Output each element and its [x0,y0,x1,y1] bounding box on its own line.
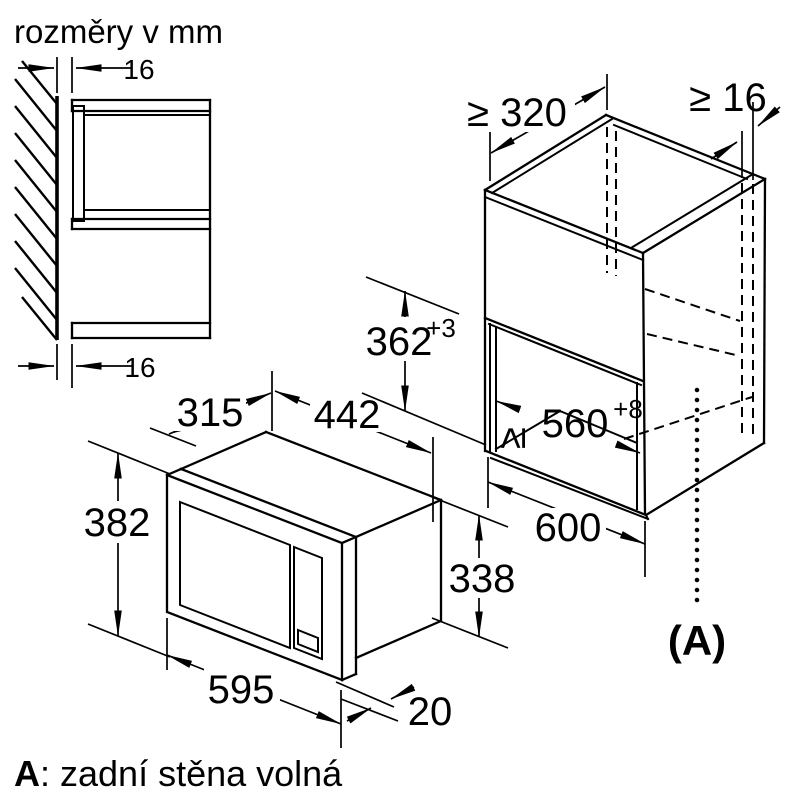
dim-wall-gap-top-label: 16 [123,54,154,85]
dim-outer-width-label: 600 [535,506,602,550]
microwave-frame [165,473,344,682]
dim-top-clearance-label: ≥ 320 [467,91,567,135]
dim-niche-height-tolerance: +3 [426,313,456,343]
dim-front-width: 595 [166,618,342,748]
dim-body-height: 338 [431,496,518,649]
dim-top-width: 442 [274,390,434,522]
reference-marker-label: (A) [668,617,726,664]
dim-frame-depth: 20 [335,681,453,734]
dim-front-width-label: 595 [208,668,275,712]
dim-body-height-label: 338 [449,557,516,601]
footnote: A: zadní stěna volná [14,753,343,794]
dim-frame-depth-label: 20 [408,690,453,734]
dim-niche-width-sign: ≥ [490,427,534,449]
footnote-prefix: A [14,753,40,794]
dim-front-height-label: 382 [84,501,151,545]
cabinet-section-outline [70,98,212,340]
dim-top-clearance: ≥ 320 [459,74,608,181]
dim-niche-height: 362 +3 [358,276,487,446]
dim-depth-label: 315 [177,391,244,435]
dim-front-height: 382 [82,440,171,658]
dim-rear-clearance: ≥ 16 [689,76,781,180]
dim-niche-width: ≥ 560 +8 [490,394,643,454]
dim-top-width-label: 442 [314,393,381,437]
microwave-view: 382 315 442 595 [82,371,518,748]
microwave-display [297,628,319,654]
microwave-door-window [179,500,291,650]
dim-outer-width: 600 [487,457,646,577]
rear-wall-reference: (A) [668,387,726,664]
dim-wall-gap-bottom-label: 16 [124,352,155,383]
dim-wall-gap-bottom: 16 [18,344,156,388]
dim-niche-width-label: 560 [542,402,609,446]
cabinet-view: ≥ 320 ≥ 16 362 +3 ≥ 560 +8 [358,74,781,664]
cabinet-door-bottom-edge [483,316,645,383]
side-section-view: 16 16 [14,54,212,388]
cabinet-hidden-edges [606,127,754,440]
footnote-text: : zadní stěna volná [40,753,343,794]
dim-rear-clearance-label: ≥ 16 [689,76,767,120]
wall-hatching [14,60,59,341]
units-title: rozměry v mm [14,13,223,50]
dim-niche-width-tolerance: +8 [613,394,643,424]
dim-niche-height-label: 362 [366,320,433,364]
dim-wall-gap-top: 16 [18,54,155,93]
dim-depth: 315 [149,391,272,447]
